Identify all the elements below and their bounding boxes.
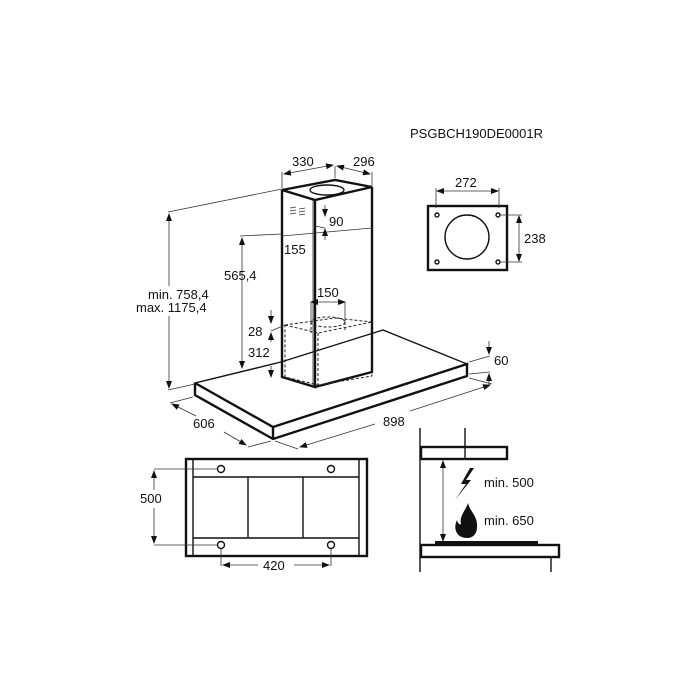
dimension-lines: 330 296 90 155 565,4 min. 758,4 max. 117… bbox=[128, 154, 508, 450]
hood-side bbox=[419, 445, 509, 461]
motor-box-hidden bbox=[284, 317, 373, 386]
dim-plate-width: 272 bbox=[455, 175, 477, 190]
dim-plate-height: 238 bbox=[524, 231, 546, 246]
dim-canopy-depth: 606 bbox=[193, 416, 215, 431]
canopy-underside bbox=[184, 457, 369, 558]
worktop bbox=[419, 543, 561, 559]
dim-height-min: min. 758,4 bbox=[148, 287, 209, 302]
clearance-electric: min. 500 bbox=[484, 475, 534, 490]
dim-vent-offset: 90 bbox=[329, 214, 343, 229]
mounting-plate-view: 272 238 bbox=[426, 175, 546, 272]
dim-outlet-diameter: 150 bbox=[317, 285, 339, 300]
vent-slots bbox=[289, 206, 306, 216]
dim-chimney-width: 330 bbox=[292, 154, 314, 169]
clearance-gas: min. 650 bbox=[484, 513, 534, 528]
chimney-top bbox=[281, 178, 373, 202]
hood-perspective-view bbox=[193, 178, 470, 441]
dim-bottom-depth: 500 bbox=[140, 491, 162, 506]
chimney-outlet bbox=[309, 184, 345, 196]
model-code: PSGBCH190DE0001R bbox=[410, 126, 543, 141]
electric-lightning-icon bbox=[455, 468, 474, 500]
dim-canopy-width: 898 bbox=[383, 414, 405, 429]
dim-outlet-offset: 28 bbox=[248, 324, 262, 339]
dim-chimney-depth: 296 bbox=[353, 154, 375, 169]
dim-canopy-thickness: 60 bbox=[494, 353, 508, 368]
dim-height-max: max. 1175,4 bbox=[136, 300, 207, 315]
hob bbox=[435, 541, 538, 545]
gas-flame-icon bbox=[455, 503, 478, 538]
clearance-view: min. 500 min. 650 bbox=[419, 428, 561, 572]
filter-mount-holes bbox=[216, 464, 336, 550]
dim-vent-height: 155 bbox=[284, 242, 306, 257]
dim-box-height: 312 bbox=[248, 345, 270, 360]
bottom-view: 500 420 bbox=[138, 457, 369, 573]
plate-duct-hole bbox=[444, 214, 490, 260]
mounting-plate bbox=[426, 204, 509, 272]
canopy-edge bbox=[193, 362, 469, 441]
dim-hole-spacing: 420 bbox=[263, 558, 285, 573]
dim-chimney-lower: 565,4 bbox=[224, 268, 257, 283]
